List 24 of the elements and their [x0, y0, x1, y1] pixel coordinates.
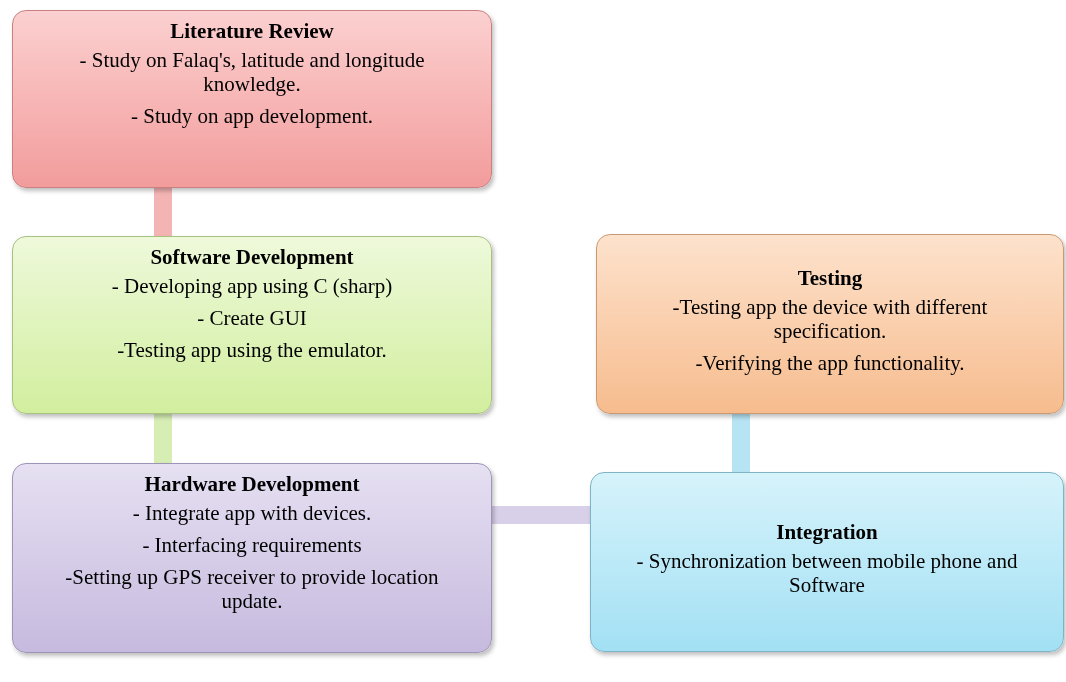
box-heading: Literature Review — [170, 19, 334, 44]
process-box — [596, 234, 1064, 414]
box-text: -Testing app using the emulator. — [117, 338, 387, 362]
box-text: - Interfacing requirements — [142, 533, 362, 557]
process-box — [590, 472, 1064, 652]
connector-bar — [492, 506, 590, 524]
box-text: - Create GUI — [197, 306, 307, 330]
box-text: - Study on Falaq's, latitude and longitude knowledge. — [78, 48, 426, 96]
box-heading: Testing — [797, 265, 863, 291]
box-text: - Synchronization between mobile phone and Software — [635, 548, 1019, 597]
box-text: -Verifying the app functionality. — [695, 350, 965, 375]
box-heading: Integration — [776, 519, 878, 545]
process-box — [12, 10, 492, 188]
box-text: -Testing app the device with different specification. — [671, 294, 989, 343]
connector-bar — [154, 414, 172, 463]
box-heading: Software Development — [150, 245, 354, 270]
process-box — [12, 463, 492, 653]
box-text: -Setting up GPS receiver to provide location update. — [64, 565, 440, 613]
box-text: - Developing app using C (sharp) — [111, 274, 393, 298]
box-heading: Hardware Development — [144, 472, 360, 497]
box-text: - Study on app development. — [130, 104, 373, 128]
process-box — [12, 236, 492, 414]
connector-bar — [154, 188, 172, 236]
box-text: - Integrate app with devices. — [132, 501, 372, 525]
